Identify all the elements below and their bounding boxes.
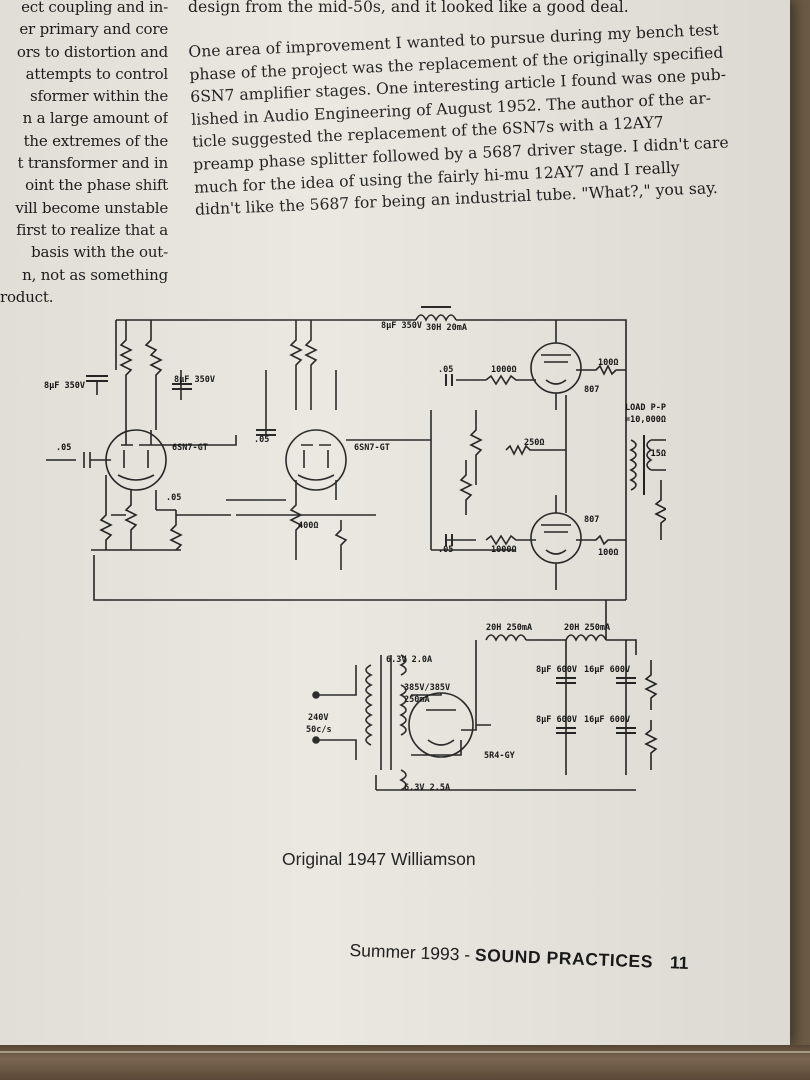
left-text-column: ect coupling and in- er primary and core… — [0, 0, 168, 308]
left-line: ect coupling and in- — [21, 0, 168, 16]
label-tube-807-b: 807 — [584, 515, 599, 525]
label-choke-a: 20H 250mA — [486, 623, 532, 633]
footer-magazine: SOUND PRACTICES — [474, 944, 654, 972]
paragraph-line: phase of the project was the replacement… — [189, 42, 724, 84]
page-footer: Summer 1993 - SOUND PRACTICES 11 — [349, 940, 689, 974]
left-line: sformer within the — [29, 87, 168, 106]
paragraph-line: One area of improvement I wanted to purs… — [188, 20, 719, 61]
left-line: oint the phase shift — [25, 176, 168, 195]
label-res-250: 250Ω — [524, 438, 544, 448]
label-cap-a: 8µF 350V — [44, 381, 85, 391]
label-tube-6sn7-a: 6SN7-GT — [172, 443, 208, 453]
label-cap-top: 8µF 350V — [381, 321, 422, 331]
magazine-page: ect coupling and in- er primary and core… — [0, 0, 790, 1045]
paragraph-line: preamp phase splitter followed by a 5687… — [192, 133, 730, 174]
label-cap-05-d: .05 — [438, 365, 453, 375]
label-load-value: =10,000Ω — [625, 415, 666, 425]
left-line: ors to distortion and — [16, 42, 168, 61]
output-transformer — [629, 439, 637, 491]
label-cap-05-e: .05 — [438, 545, 453, 555]
label-choke-top: 30H 20mA — [426, 323, 467, 333]
label-pf-cap-a: 8µF 600V — [536, 665, 577, 675]
left-line: vill become unstable — [15, 198, 168, 217]
label-choke-b: 20H 250mA — [564, 623, 610, 633]
left-line: er primary and core — [19, 20, 168, 39]
left-line: t transformer and in — [17, 154, 168, 173]
left-line: n, not as something — [22, 265, 168, 284]
tube-6sn7-a — [105, 429, 167, 491]
power-transformer-core — [380, 655, 392, 770]
paragraph-line: ticle suggested the replacement of the 6… — [191, 113, 665, 151]
article-paragraph: One area of improvement I wanted to purs… — [188, 17, 760, 221]
label-res-400: 400Ω — [298, 521, 318, 531]
left-line: roduct. — [0, 287, 54, 306]
label-tube-6sn7-b: 6SN7-GT — [354, 443, 390, 453]
label-cap-05-b: .05 — [166, 493, 181, 503]
right-top-line: design from the mid-50s, and it looked l… — [188, 0, 629, 16]
label-hv-winding: 385V/385V — [404, 683, 450, 693]
top-choke — [415, 314, 457, 322]
left-line: attempts to control — [25, 64, 168, 83]
label-cap-05-c: .05 — [254, 435, 269, 445]
williamson-amplifier-schematic: 8µF 350V 8µF 350V 8µF 350V 30H 20mA 6SN7… — [44, 306, 666, 793]
label-pf-cap-c: 16µF 600V — [584, 665, 630, 675]
left-line: the extremes of the — [23, 131, 168, 150]
page-number: 11 — [669, 952, 689, 974]
label-cap-b: 8µF 350V — [174, 375, 215, 385]
label-mains-freq: 50c/s — [306, 725, 332, 735]
label-res-1000-a: 1000Ω — [491, 365, 517, 375]
label-heater-b: 6.3V 2.5A — [404, 783, 450, 793]
label-res-100-a: 100Ω — [598, 358, 618, 368]
left-line: basis with the out- — [31, 243, 168, 262]
left-line: n a large amount of — [22, 109, 168, 128]
primary-winding — [365, 664, 373, 746]
tube-807-b — [530, 512, 582, 564]
label-heater-a: 6.3V 2.0A — [386, 655, 432, 665]
tube-6sn7-b — [285, 429, 347, 491]
label-cap-05-a: .05 — [56, 443, 71, 453]
label-mains: 240V — [308, 713, 328, 723]
label-pf-cap-d: 16µF 600V — [584, 715, 630, 725]
figure-caption: Original 1947 Williamson — [282, 849, 476, 869]
label-load: LOAD P-P — [625, 403, 666, 413]
paragraph-line: lished in Audio Engineering of August 19… — [190, 88, 712, 129]
label-res-100-b: 100Ω — [598, 548, 618, 558]
label-res-1000-b: 1000Ω — [491, 545, 517, 555]
tube-807-a — [530, 342, 582, 394]
paragraph-line: much for the idea of using the fairly hi… — [193, 157, 680, 197]
label-hv-current: 250mA — [404, 695, 430, 705]
label-rectifier: 5R4-GY — [484, 751, 516, 761]
paragraph-line: didn't like the 5687 for being an indust… — [194, 178, 719, 219]
left-line: first to realize that a — [16, 220, 168, 239]
table-edge — [0, 1045, 810, 1080]
right-text-column: design from the mid-50s, and it looked l… — [188, 0, 753, 221]
label-pf-cap-b: 8µF 600V — [536, 715, 577, 725]
label-speaker: 15Ω — [651, 449, 666, 459]
footer-season: Summer 1993 - — [349, 940, 471, 965]
paragraph-line: 6SN7 amplifier stages. One interesting a… — [189, 65, 727, 106]
label-tube-807-a: 807 — [584, 385, 599, 395]
rectifier-tube — [408, 692, 474, 758]
